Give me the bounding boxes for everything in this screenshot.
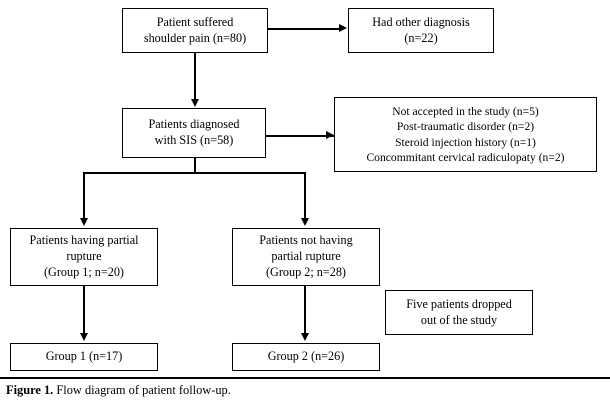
node-group1-final: Group 1 (n=17) [10, 343, 158, 371]
connector-sis-split-bar [83, 172, 306, 174]
arrow-down-icon [79, 333, 88, 341]
arrow-down-icon [190, 99, 199, 107]
node-line: Steroid injection history (n=1) [395, 135, 536, 149]
node-line: Concommitant cervical radiculopaty (n=2) [366, 150, 565, 164]
arrow-down-icon [300, 218, 309, 226]
node-patients-not-having-partial-rupture: Patients not having partial rupture (Gro… [232, 228, 380, 286]
connector-split-to-no-partial [304, 172, 306, 219]
arrow-down-icon [300, 333, 309, 341]
connector-suffered-to-sis [194, 53, 196, 100]
connector-sis-to-excluded [266, 135, 334, 137]
caption-divider [0, 377, 610, 379]
arrow-down-icon [79, 218, 88, 226]
caption-label: Figure 1. [6, 383, 54, 397]
node-line: Group 1 (n=17) [45, 349, 123, 364]
node-patient-suffered: Patient suffered shoulder pain (n=80) [122, 8, 268, 53]
connector-split-to-partial [83, 172, 85, 219]
node-line: (Group 2; n=28) [266, 264, 346, 279]
node-line: Patients diagnosed [148, 117, 240, 132]
node-line: Five patients dropped [406, 296, 512, 311]
node-had-other-diagnosis: Had other diagnosis (n=22) [348, 8, 494, 53]
arrow-right-icon [326, 131, 334, 139]
node-line: shoulder pain (n=80) [143, 30, 247, 45]
node-line: Patient suffered [156, 14, 234, 29]
node-exclusion-reasons: Not accepted in the study (n=5) Post-tra… [334, 97, 597, 172]
arrow-right-icon [339, 24, 347, 32]
connector-no-partial-to-group2 [304, 286, 306, 334]
node-line: Had other diagnosis [372, 14, 470, 29]
caption-text: Flow diagram of patient follow-up. [56, 383, 231, 397]
node-line: Group 2 (n=26) [267, 349, 345, 364]
node-line: with SIS (n=58) [154, 133, 234, 147]
node-line: (n=22) [404, 30, 438, 45]
node-line: out of the study [420, 312, 498, 327]
node-line: partial rupture [271, 249, 341, 264]
node-line: (Group 1; n=20) [44, 264, 124, 279]
node-line: rupture [66, 249, 102, 264]
node-line: Post-traumatic disorder (n=2) [396, 120, 535, 134]
node-patients-diagnosed-sis: Patients diagnosed with SIS (n=58) [122, 108, 266, 158]
node-line: Patients having partial [29, 233, 139, 248]
node-line: Patients not having [259, 233, 353, 248]
connector-suffered-to-other-diagnosis [268, 28, 340, 30]
connector-partial-to-group1 [83, 286, 85, 334]
node-line: Not accepted in the study (n=5) [392, 105, 539, 119]
node-patients-having-partial-rupture: Patients having partial rupture (Group 1… [10, 228, 158, 286]
figure-caption: Figure 1. Flow diagram of patient follow… [6, 383, 606, 399]
node-five-patients-dropped-out: Five patients dropped out of the study [385, 290, 533, 335]
node-group2-final: Group 2 (n=26) [232, 343, 380, 371]
connector-sis-split-stem [194, 158, 196, 173]
